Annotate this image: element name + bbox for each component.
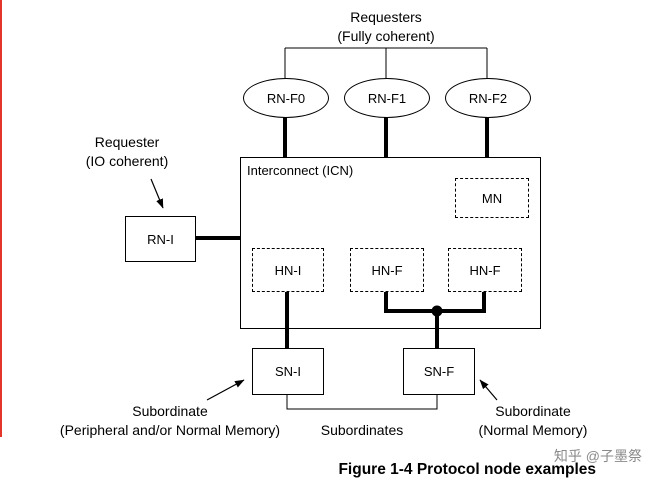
- watermark: 知乎 @子墨祭: [553, 448, 642, 464]
- subordinate-right-label-line2: (Normal Memory): [478, 422, 588, 438]
- node-sn-i: SN-I: [252, 348, 324, 395]
- subordinate-left-label-line1: Subordinate: [132, 403, 208, 419]
- figure-caption: Figure 1-4 Protocol node examples: [338, 461, 596, 478]
- subordinate-left-arrow: [206, 379, 245, 401]
- node-rn-f0: RN-F0: [243, 78, 329, 118]
- subordinate-right-label-line1: Subordinate: [495, 403, 571, 419]
- node-mn-label: MN: [481, 190, 503, 206]
- subordinate-left-label-line2: (Peripheral and/or Normal Memory): [59, 422, 281, 438]
- subordinate-right-label: Subordinate (Normal Memory): [433, 402, 633, 440]
- node-sn-i-label: SN-I: [275, 364, 301, 379]
- node-rn-i: RN-I: [125, 216, 196, 262]
- node-hn-f-right-label: HN-F: [469, 262, 501, 278]
- node-rn-f2-label: RN-F2: [468, 90, 508, 106]
- node-rn-f1: RN-F1: [344, 78, 430, 118]
- requester-io-arrow: [150, 178, 164, 209]
- node-rn-f1-label: RN-F1: [367, 90, 407, 106]
- requesters-group-label: Requesters (Fully coherent): [286, 8, 486, 46]
- node-hn-f-left: HN-F: [350, 248, 424, 292]
- node-rn-f0-label: RN-F0: [266, 90, 306, 106]
- subordinate-right-arrow: [479, 379, 498, 401]
- junction-dot: [431, 305, 443, 317]
- node-hn-f-left-label: HN-F: [371, 262, 403, 278]
- node-hn-i-label: HN-I: [274, 262, 302, 278]
- node-rn-f2: RN-F2: [445, 78, 531, 118]
- node-rn-i-label: RN-I: [147, 231, 174, 247]
- node-sn-f: SN-F: [403, 348, 475, 395]
- node-sn-f-label: SN-F: [423, 364, 455, 379]
- subordinate-left-label: Subordinate (Peripheral and/or Normal Me…: [20, 402, 320, 440]
- requester-io-label-line1: Requester: [94, 134, 160, 150]
- node-hn-f-right: HN-F: [448, 248, 522, 292]
- requester-io-label: Requester (IO coherent): [27, 133, 227, 171]
- subordinates-group-label: Subordinates: [320, 422, 404, 438]
- interconnect-label: Interconnect (ICN): [247, 163, 354, 178]
- node-hn-i: HN-I: [252, 248, 324, 292]
- node-mn: MN: [455, 178, 529, 218]
- page-edge-accent-line: [0, 0, 2, 437]
- requester-io-label-line2: (IO coherent): [85, 153, 169, 169]
- requesters-group-label-line2: (Fully coherent): [337, 28, 435, 44]
- requesters-group-label-line1: Requesters: [350, 9, 422, 25]
